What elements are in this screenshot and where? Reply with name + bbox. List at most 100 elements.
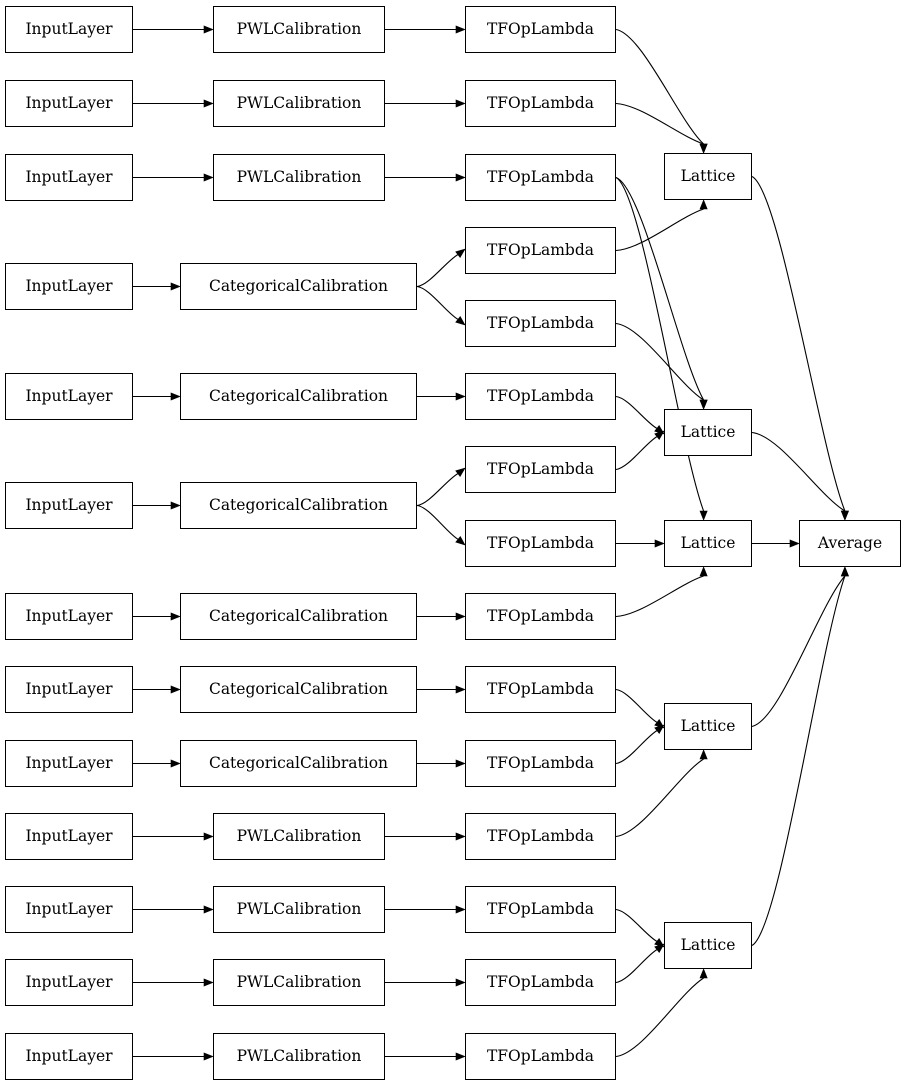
arrowhead-icon xyxy=(170,282,181,291)
calibration-node-6[interactable]: CategoricalCalibration xyxy=(180,482,417,529)
graph-edge xyxy=(615,208,704,252)
graph-edge xyxy=(615,575,704,618)
calibration-node-3[interactable]: PWLCalibration xyxy=(213,154,385,201)
calibration-node-1[interactable]: PWLCalibration xyxy=(213,6,385,53)
graph-edge xyxy=(615,177,705,512)
arrowhead-icon xyxy=(654,539,665,548)
arrowhead-icon xyxy=(699,749,708,760)
tfoplambda-node-6[interactable]: TFOpLambda xyxy=(465,373,616,420)
arrowhead-icon xyxy=(654,724,665,734)
arrowhead-icon xyxy=(203,173,214,182)
graph-edge xyxy=(615,758,704,838)
graph-edge xyxy=(751,176,846,512)
arrowhead-icon xyxy=(455,759,466,768)
arrowhead-icon xyxy=(699,143,708,154)
arrowhead-icon xyxy=(203,978,214,987)
tfoplambda-node-3[interactable]: TFOpLambda xyxy=(465,154,616,201)
tfoplambda-node-11[interactable]: TFOpLambda xyxy=(465,740,616,787)
input-layer-node-5[interactable]: InputLayer xyxy=(5,373,133,420)
tfoplambda-node-8[interactable]: TFOpLambda xyxy=(465,520,616,567)
graph-edge xyxy=(615,395,658,429)
arrowhead-icon xyxy=(455,173,466,182)
arrowhead-icon xyxy=(455,612,466,621)
input-layer-node-12[interactable]: InputLayer xyxy=(5,959,133,1006)
graph-edge xyxy=(615,949,658,984)
tfoplambda-node-14[interactable]: TFOpLambda xyxy=(465,959,616,1006)
graph-edge xyxy=(615,436,658,471)
arrowhead-icon xyxy=(455,467,466,477)
tfoplambda-node-1[interactable]: TFOpLambda xyxy=(465,6,616,53)
graph-edge xyxy=(751,575,846,946)
arrowhead-icon xyxy=(699,968,708,979)
graph-edge xyxy=(751,575,846,728)
arrowhead-icon xyxy=(840,510,849,521)
calibration-node-2[interactable]: PWLCalibration xyxy=(213,80,385,127)
average-node-1[interactable]: Average xyxy=(799,520,901,567)
tfoplambda-node-10[interactable]: TFOpLambda xyxy=(465,666,616,713)
input-layer-node-9[interactable]: InputLayer xyxy=(5,740,133,787)
calibration-node-4[interactable]: CategoricalCalibration xyxy=(180,263,417,310)
arrowhead-icon xyxy=(455,685,466,694)
input-layer-node-3[interactable]: InputLayer xyxy=(5,154,133,201)
arrowhead-icon xyxy=(789,539,800,548)
input-layer-node-10[interactable]: InputLayer xyxy=(5,813,133,860)
arrowhead-icon xyxy=(170,759,181,768)
input-layer-node-2[interactable]: InputLayer xyxy=(5,80,133,127)
arrowhead-icon xyxy=(455,535,466,546)
tfoplambda-node-4[interactable]: TFOpLambda xyxy=(465,227,616,274)
tfoplambda-node-15[interactable]: TFOpLambda xyxy=(465,1033,616,1080)
input-layer-node-6[interactable]: InputLayer xyxy=(5,482,133,529)
arrowhead-icon xyxy=(455,1052,466,1061)
arrowhead-icon xyxy=(170,612,181,621)
tfoplambda-node-2[interactable]: TFOpLambda xyxy=(465,80,616,127)
calibration-node-12[interactable]: PWLCalibration xyxy=(213,959,385,1006)
arrowhead-icon xyxy=(654,425,665,435)
arrowhead-icon xyxy=(455,392,466,401)
arrowhead-icon xyxy=(170,501,181,510)
graph-edge xyxy=(751,431,846,512)
lattice-node-4[interactable]: Lattice xyxy=(664,703,752,750)
graph-edge xyxy=(615,176,705,401)
arrowhead-icon xyxy=(840,566,849,577)
input-layer-node-4[interactable]: InputLayer xyxy=(5,263,133,310)
lattice-node-2[interactable]: Lattice xyxy=(664,409,752,456)
graph-edge xyxy=(615,730,658,765)
input-layer-node-7[interactable]: InputLayer xyxy=(5,593,133,640)
tfoplambda-node-5[interactable]: TFOpLambda xyxy=(465,300,616,347)
lattice-node-5[interactable]: Lattice xyxy=(664,922,752,969)
arrowhead-icon xyxy=(840,566,849,577)
lattice-node-3[interactable]: Lattice xyxy=(664,520,752,567)
input-layer-node-13[interactable]: InputLayer xyxy=(5,1033,133,1080)
graph-edge xyxy=(615,908,658,942)
arrowhead-icon xyxy=(170,392,181,401)
tfoplambda-node-12[interactable]: TFOpLambda xyxy=(465,813,616,860)
calibration-node-9[interactable]: CategoricalCalibration xyxy=(180,740,417,787)
calibration-node-10[interactable]: PWLCalibration xyxy=(213,813,385,860)
input-layer-node-1[interactable]: InputLayer xyxy=(5,6,133,53)
arrowhead-icon xyxy=(699,510,708,521)
arrowhead-icon xyxy=(170,685,181,694)
calibration-node-8[interactable]: CategoricalCalibration xyxy=(180,666,417,713)
arrowhead-icon xyxy=(203,25,214,34)
lattice-node-1[interactable]: Lattice xyxy=(664,153,752,200)
graph-edge xyxy=(615,688,658,723)
arrowhead-icon xyxy=(455,978,466,987)
arrowhead-icon xyxy=(699,199,708,210)
graph-edge xyxy=(416,254,459,288)
tfoplambda-node-9[interactable]: TFOpLambda xyxy=(465,593,616,640)
input-layer-node-11[interactable]: InputLayer xyxy=(5,886,133,933)
graph-edge xyxy=(416,504,459,540)
arrowhead-icon xyxy=(699,566,708,577)
calibration-node-11[interactable]: PWLCalibration xyxy=(213,886,385,933)
arrowhead-icon xyxy=(699,143,708,154)
input-layer-node-8[interactable]: InputLayer xyxy=(5,666,133,713)
arrowhead-icon xyxy=(203,1052,214,1061)
tfoplambda-node-7[interactable]: TFOpLambda xyxy=(465,446,616,493)
arrowhead-icon xyxy=(455,316,466,326)
calibration-node-13[interactable]: PWLCalibration xyxy=(213,1033,385,1080)
calibration-node-5[interactable]: CategoricalCalibration xyxy=(180,373,417,420)
calibration-node-7[interactable]: CategoricalCalibration xyxy=(180,593,417,640)
tfoplambda-node-13[interactable]: TFOpLambda xyxy=(465,886,616,933)
